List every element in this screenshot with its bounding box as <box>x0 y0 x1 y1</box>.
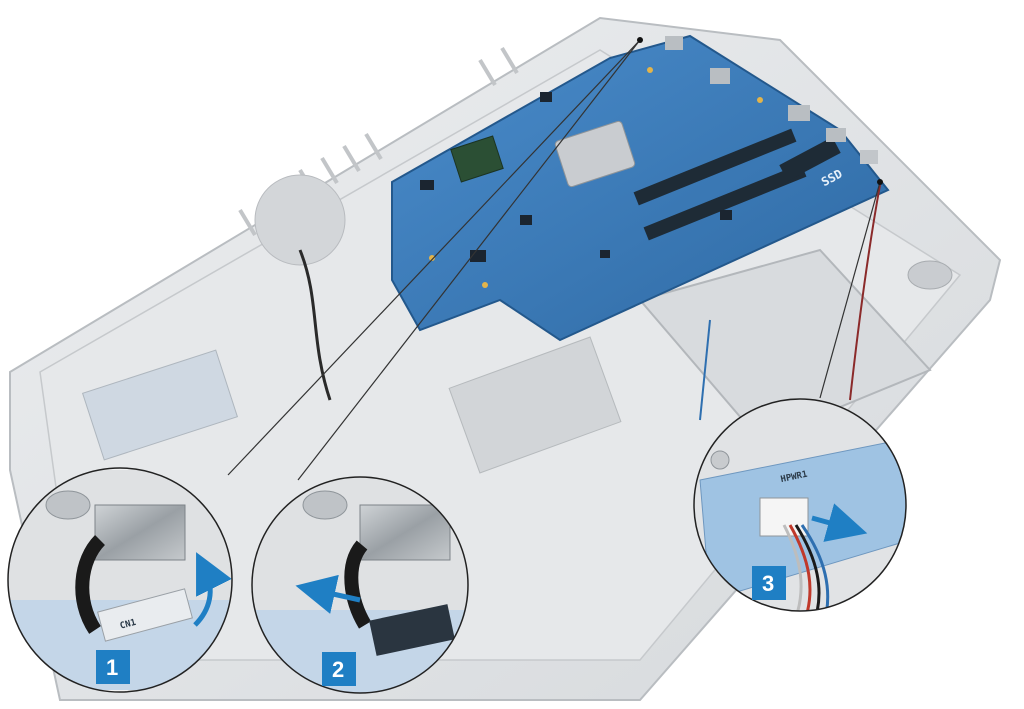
system-board: SSD <box>391 34 890 342</box>
callout-circle-1: CN1 1 <box>7 467 233 693</box>
lift-arrow <box>193 552 232 627</box>
leader-lines <box>227 39 881 481</box>
step-number-3: 3 <box>762 571 774 596</box>
disconnect-arrow <box>295 574 361 614</box>
step-badge-1 <box>96 650 130 684</box>
step-number-1: 1 <box>106 655 118 680</box>
callout-circle-3: HPWR1 3 <box>693 398 907 612</box>
step-badge-2 <box>322 652 356 686</box>
cable-location-marker <box>877 179 883 185</box>
cables <box>298 184 881 421</box>
svg-text:CN1: CN1 <box>119 618 137 632</box>
jack-location-marker <box>637 37 643 43</box>
step-badge-3 <box>752 566 786 600</box>
touchpad <box>638 248 932 442</box>
step-number-2: 2 <box>332 657 344 682</box>
callout-circle-2: 2 <box>251 476 469 694</box>
unplug-arrow <box>811 503 868 542</box>
